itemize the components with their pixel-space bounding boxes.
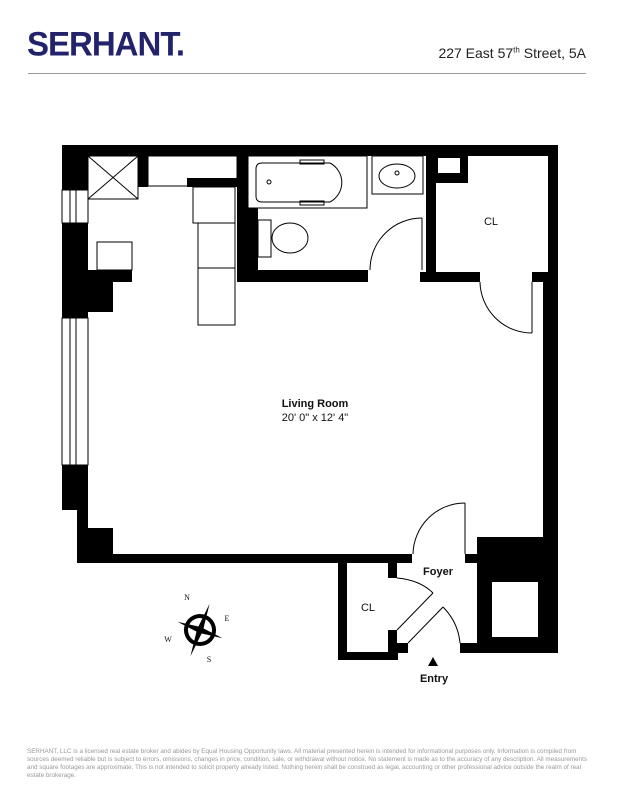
header-divider (28, 73, 586, 74)
counter (147, 155, 238, 187)
address-suffix: th (513, 45, 520, 55)
entry-label: Entry (419, 673, 449, 685)
entry-arrow-icon (428, 657, 438, 666)
fixtures (61, 155, 533, 644)
window-upper (61, 189, 89, 224)
living-room-dimensions: 20' 0" x 12' 4" (281, 412, 349, 424)
address-street: Street, 5A (519, 45, 586, 61)
living-room-label: Living Room (281, 398, 349, 410)
foyer-door[interactable] (412, 502, 466, 555)
serhant-logo: SERHANT. (27, 24, 185, 63)
compass-w: W (164, 635, 172, 644)
legal-disclaimer: SERHANT, LLC is a licensed real estate b… (27, 748, 587, 779)
property-address: 227 East 57th Street, 5A (438, 45, 586, 61)
lower-closet-door[interactable] (396, 577, 461, 644)
foyer-label: Foyer (423, 566, 453, 578)
bathroom-door[interactable] (369, 217, 423, 271)
sink (371, 155, 424, 195)
address-number: 227 East 57 (438, 45, 514, 61)
toilet-bowl (271, 222, 309, 254)
closet-door[interactable] (479, 281, 533, 334)
shaft (87, 155, 139, 200)
tub-basin (255, 162, 343, 203)
appliance-box (96, 241, 133, 271)
compass-icon (177, 603, 223, 657)
kitchen-cabinet (197, 267, 236, 326)
window-lower (61, 317, 89, 466)
closet-label: CL (483, 216, 499, 228)
compass-n: N (184, 593, 190, 602)
compass-s: S (206, 655, 212, 664)
toilet-tank (257, 219, 272, 258)
walls (62, 145, 558, 660)
closet-label-lower: CL (360, 602, 376, 614)
compass-e: E (224, 614, 230, 623)
kitchen-cabinet (197, 222, 236, 269)
kitchen-cabinet (192, 186, 236, 224)
bathtub (247, 155, 368, 209)
